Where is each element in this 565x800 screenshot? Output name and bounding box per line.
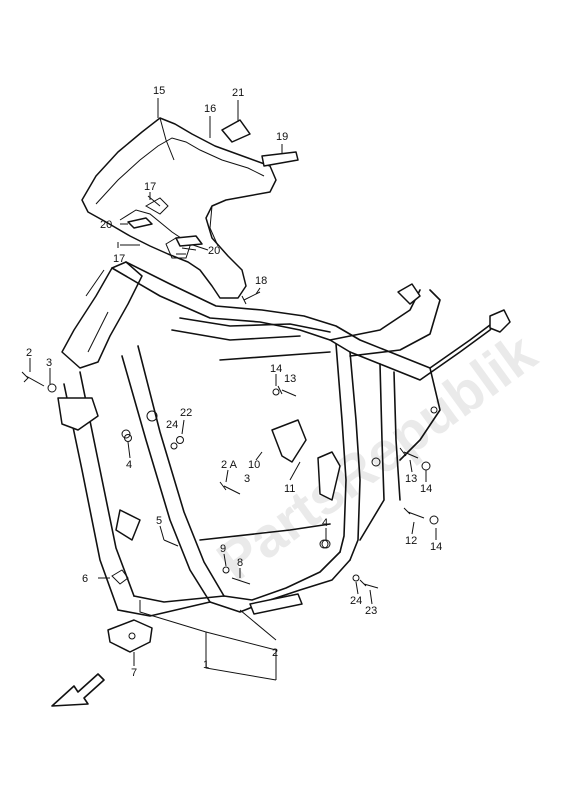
- callout-10: 10: [248, 459, 260, 471]
- callout-12: 12: [405, 535, 417, 547]
- callout-4: 4: [322, 517, 328, 529]
- callout-2: 2: [26, 347, 32, 359]
- callout-9: 9: [220, 543, 226, 555]
- callout-5: 5: [156, 515, 162, 527]
- callout-15: 15: [153, 85, 165, 97]
- callout-14: 14: [270, 363, 282, 375]
- fasteners: [21, 371, 439, 589]
- part-20-cushion-left: [127, 217, 153, 229]
- watermark-text: PartsRepublik: [206, 320, 548, 593]
- callout-labels: 15 16 21 19 17 20 17 20 18 2 3 4 14 13 2…: [26, 85, 442, 679]
- callout-20: 20: [100, 219, 112, 231]
- callout-13: 13: [284, 373, 296, 385]
- part-20-cushion-right: [175, 235, 203, 247]
- callout-2: 2: [272, 647, 278, 659]
- callout-24: 24: [350, 595, 362, 607]
- callout-6: 6: [82, 573, 88, 585]
- callout-21: 21: [232, 87, 244, 99]
- callout-3: 3: [46, 357, 52, 369]
- callout-14: 14: [420, 483, 432, 495]
- callout-22: 22: [180, 407, 192, 419]
- callout-13: 13: [405, 473, 417, 485]
- callout-17: 17: [144, 181, 156, 193]
- part-19-pad: [261, 151, 299, 167]
- callout-23: 23: [365, 605, 377, 617]
- bolt-17-lower: [117, 242, 140, 248]
- callout-8: 8: [237, 557, 243, 569]
- frame-cover-panel: [81, 117, 277, 299]
- main-frame: [57, 261, 511, 653]
- callout-17: 17: [113, 253, 125, 265]
- callout-19: 19: [276, 131, 288, 143]
- callout-7: 7: [131, 667, 137, 679]
- front-direction-arrow-icon: [51, 673, 105, 707]
- bolt-18: [241, 291, 261, 305]
- callout-18: 18: [255, 275, 267, 287]
- leader-lines: [29, 98, 437, 681]
- callout-2a: 2 A: [221, 459, 238, 471]
- callout-4: 4: [126, 459, 132, 471]
- callout-24: 24: [166, 419, 178, 431]
- callout-3: 3: [244, 473, 250, 485]
- callout-1: 1: [203, 659, 209, 671]
- part-21-clip: [221, 119, 251, 143]
- callout-14: 14: [430, 541, 442, 553]
- callout-11: 11: [284, 483, 295, 495]
- callout-16: 16: [204, 103, 216, 115]
- callout-20: 20: [208, 245, 220, 257]
